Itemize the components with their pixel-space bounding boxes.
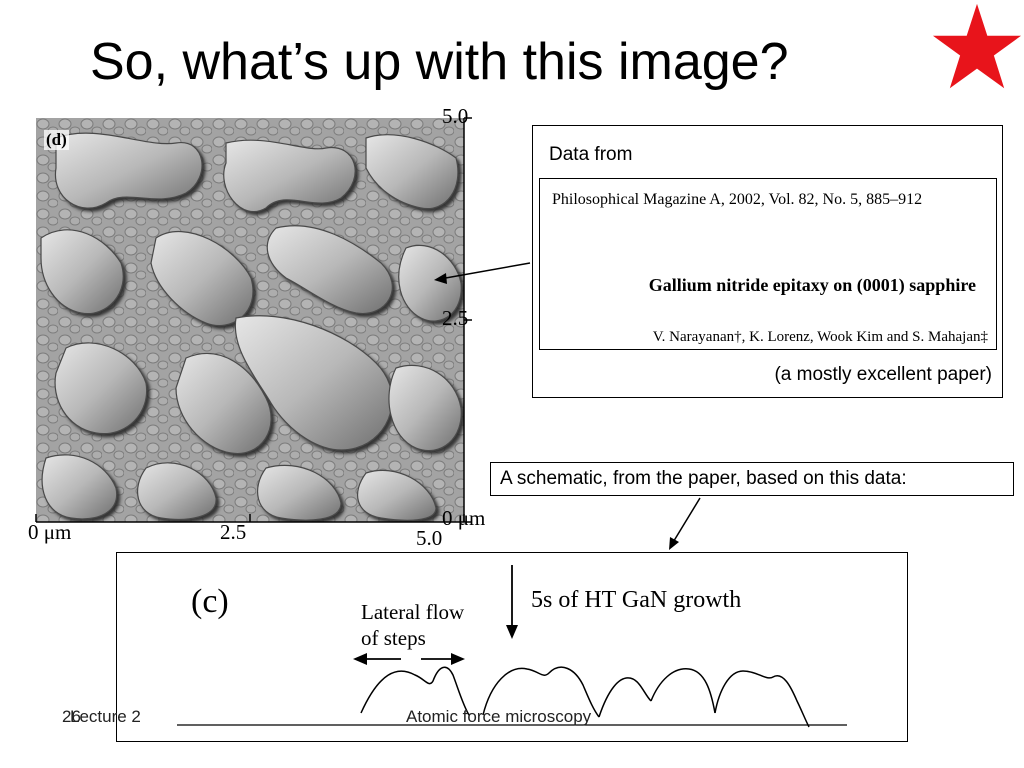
afm-y-tick-top: 5.0: [442, 104, 469, 128]
afm-x-tick-right: 5.0: [416, 526, 443, 550]
afm-x-tick-left: 0 μm: [28, 520, 72, 544]
afm-y-tick-mid: 2.5: [442, 306, 469, 330]
paper-note: (a mostly excellent paper): [774, 364, 992, 385]
arrow-to-afm: [434, 262, 531, 284]
schematic-figure: (c) Lateral flow of steps 5s of HT GaN g…: [116, 552, 908, 742]
schematic-panel-label: (c): [191, 583, 229, 620]
slide-title: So, what’s up with this image?: [90, 33, 789, 91]
afm-surface-texture: [36, 118, 464, 522]
schematic-caption: A schematic, from the paper, based on th…: [490, 462, 1014, 496]
afm-figure: (d) 5.0 2.5 0 μm 0 μm 2.5 5.0: [28, 104, 500, 558]
lateral-flow-line-2: of steps: [361, 626, 426, 650]
arrow-to-schematic: [669, 497, 701, 550]
paper-title: Gallium nitride epitaxy on (0001) sapphi…: [648, 275, 976, 295]
afm-micrograph: (d): [36, 118, 464, 522]
star-shape: [932, 3, 1022, 89]
citation-box: Data from Philosophical Magazine A, 2002…: [532, 125, 1003, 398]
footer-topic: Atomic force microscopy: [406, 707, 592, 726]
lateral-flow-label: Lateral flow of steps: [361, 599, 464, 651]
journal-reference: Philosophical Magazine A, 2002, Vol. 82,…: [552, 191, 923, 208]
slide-number: 26: [62, 707, 81, 726]
paper-header-clipping: Philosophical Magazine A, 2002, Vol. 82,…: [539, 178, 997, 350]
growth-label: 5s of HT GaN growth: [531, 587, 742, 613]
data-from-label: Data from: [549, 144, 633, 165]
star-icon: [932, 3, 1022, 89]
afm-y-tick-bottom: 0 μm: [442, 506, 486, 530]
afm-axes: [35, 117, 472, 523]
schematic-drawing: [177, 565, 847, 728]
paper-authors: V. Narayanan†, K. Lorenz, Wook Kim and S…: [652, 329, 988, 345]
lateral-flow-line-1: Lateral flow: [361, 600, 465, 624]
footer-lecture: Lecture 2: [70, 707, 141, 726]
afm-x-tick-mid: 2.5: [220, 520, 247, 544]
afm-panel-label: (d): [44, 130, 69, 150]
